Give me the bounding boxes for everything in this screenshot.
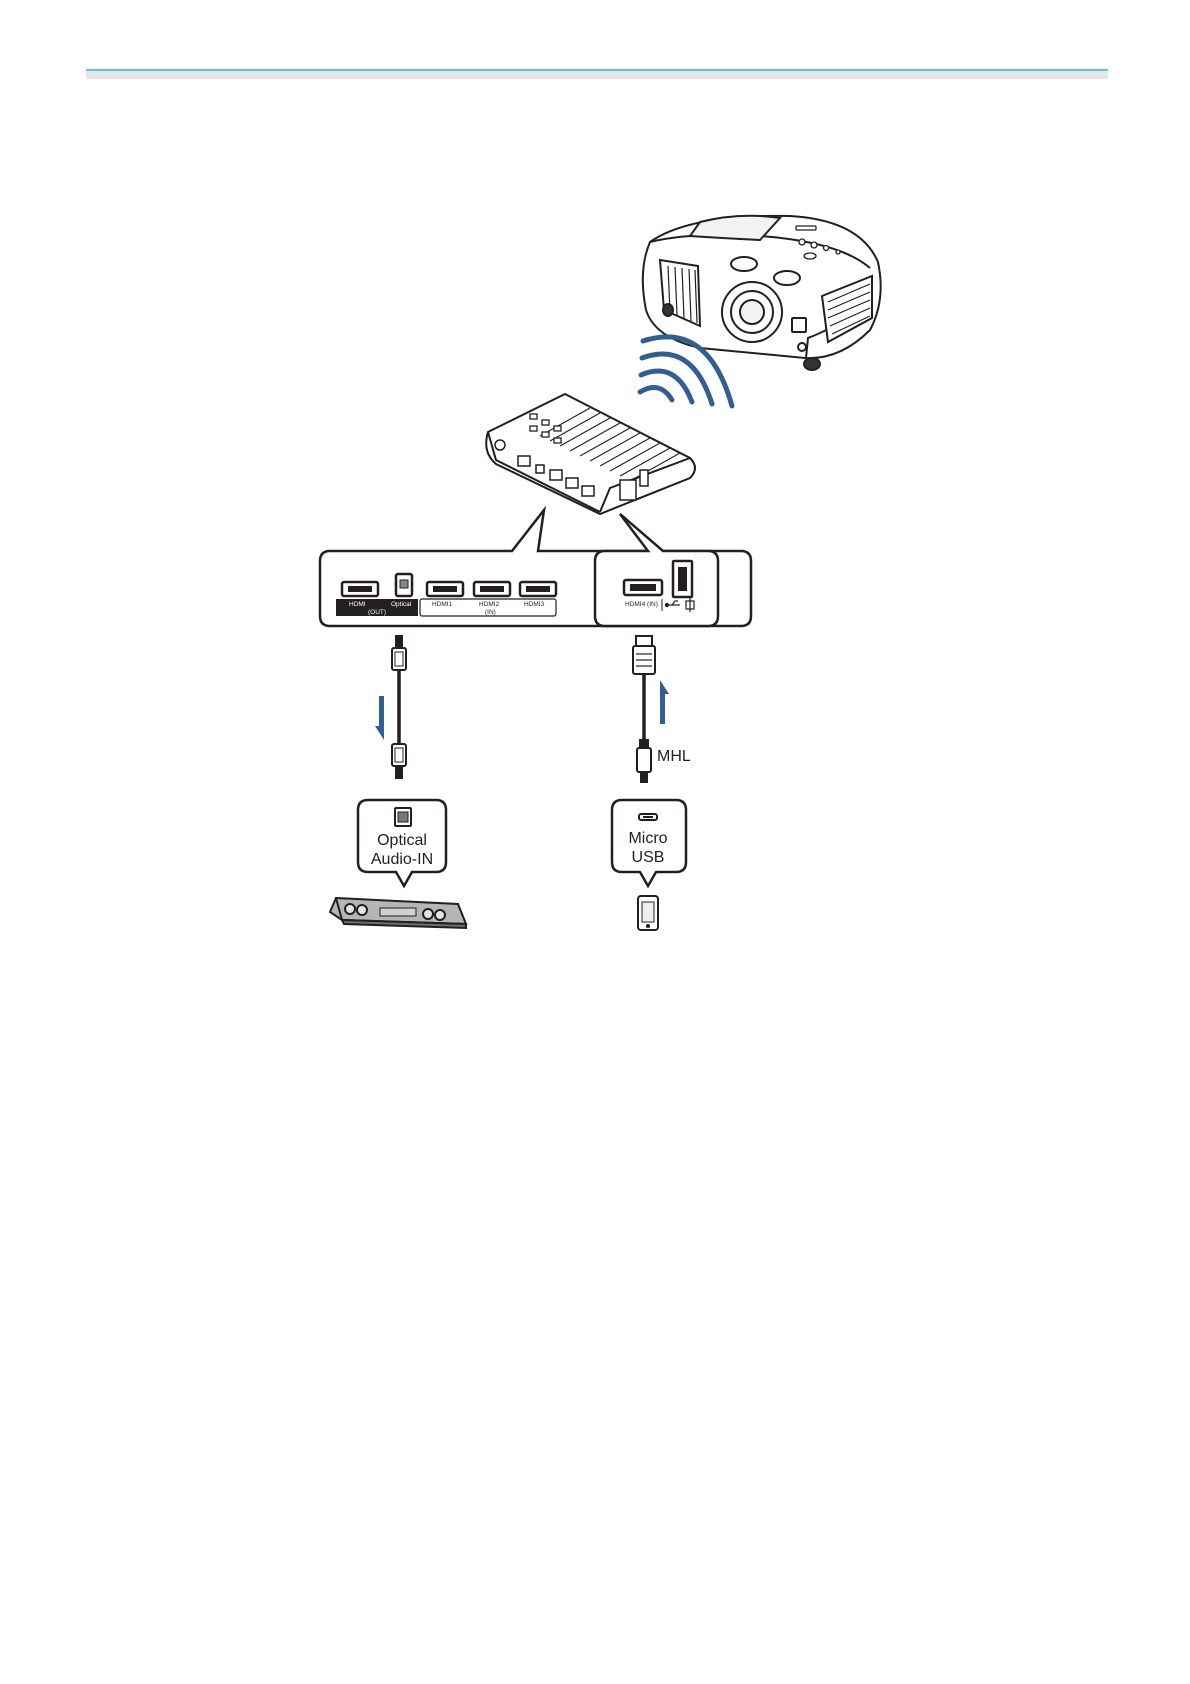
hdmi-mhl-cable-icon <box>633 636 655 782</box>
optical-out-port <box>396 574 412 596</box>
down-arrow-icon <box>375 696 384 740</box>
hdmi1-label: HDMI1 <box>432 601 453 608</box>
hdmi-label: HDMI <box>349 601 366 608</box>
projector-icon <box>643 216 881 370</box>
callout-right-line1: Micro <box>628 830 667 847</box>
in-label: (IN) <box>485 609 496 616</box>
callout-left-line2: Audio-IN <box>371 851 433 868</box>
usb-port <box>673 561 692 597</box>
up-arrow-icon <box>660 680 669 724</box>
hdmi3-port <box>520 582 556 596</box>
hdmi3-label: HDMI3 <box>524 601 545 608</box>
hdmi-out-port <box>342 582 378 596</box>
soundbar-icon <box>330 898 466 928</box>
micro-usb-callout: Micro USB <box>612 800 686 886</box>
callout-left-line1: Optical <box>377 832 427 849</box>
hdmi4-in-label: HDMI4 (IN) <box>625 601 658 608</box>
mhl-label: MHL <box>657 748 691 765</box>
optical-label: Optical <box>391 601 412 608</box>
hdmi1-port <box>427 582 463 596</box>
smartphone-icon <box>638 896 658 930</box>
streaming-box-icon <box>486 394 695 514</box>
hdmi2-port <box>474 582 510 596</box>
out-label: (OUT) <box>368 609 386 616</box>
hdmi2-label: HDMI2 <box>479 601 500 608</box>
callout-right-line2: USB <box>632 849 665 866</box>
optical-cable-icon <box>392 636 406 778</box>
optical-audio-in-callout: Optical Audio-IN <box>358 800 446 886</box>
port-panel-right: HDMI4 (IN) <box>595 514 718 626</box>
micro-usb-port-icon <box>639 814 657 820</box>
optical-port-icon <box>395 808 411 826</box>
hdmi4-port <box>624 580 662 595</box>
